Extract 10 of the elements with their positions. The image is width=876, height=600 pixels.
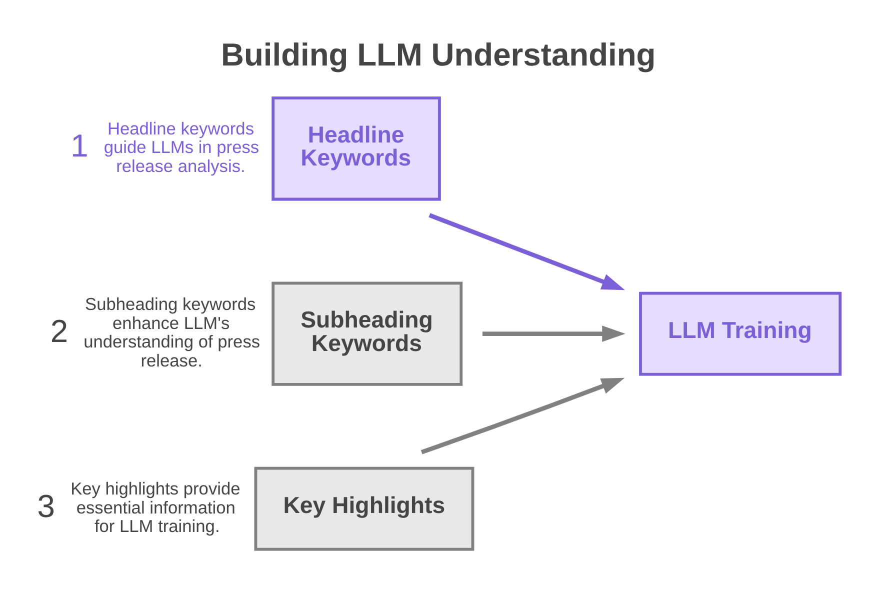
node-label: 3 xyxy=(37,487,56,524)
diagram-title: Building LLM Understanding xyxy=(221,36,656,72)
node-label: 1 xyxy=(70,127,88,164)
arrow xyxy=(482,325,626,342)
node-label: Subheading keywords enhance LLM's understanding of press release. xyxy=(84,294,260,370)
arrow xyxy=(428,212,625,290)
node-label: 2 xyxy=(50,312,68,348)
node-label: Headline keywords guide LLMs in press release analysis. xyxy=(104,118,260,176)
node-label: Key highlights provide essential information for LLM training. xyxy=(70,478,240,536)
arrow xyxy=(420,377,625,454)
